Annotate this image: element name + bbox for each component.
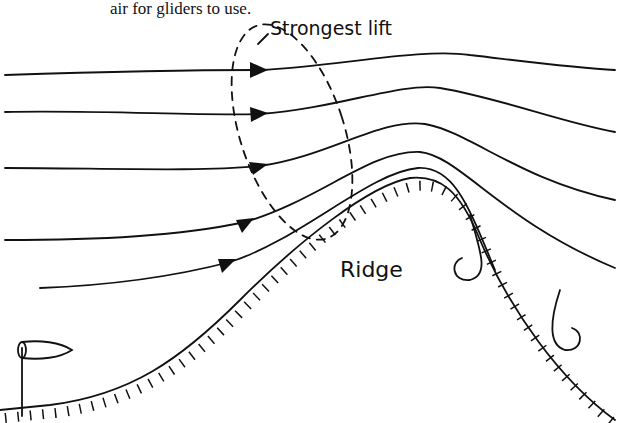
streamline (5, 152, 615, 268)
streamline (40, 168, 495, 288)
arrowhead (250, 62, 268, 78)
arrowhead (236, 218, 254, 233)
windsock-mouth (18, 342, 26, 358)
streamline (5, 53, 615, 75)
caption-text: air for gliders to use. (110, 0, 251, 19)
eddy (552, 290, 580, 350)
eddy (454, 215, 481, 280)
streamline (5, 87, 615, 132)
ridge-outline (0, 178, 615, 420)
windsock (22, 341, 72, 358)
arrowhead (249, 162, 268, 175)
arrowhead (250, 107, 268, 122)
leader-line (258, 34, 268, 44)
region-label: Strongest lift (270, 18, 392, 39)
streamline (5, 123, 615, 200)
lift-region (208, 9, 376, 254)
arrowhead (218, 259, 236, 273)
ridge-label: Ridge (340, 258, 403, 282)
